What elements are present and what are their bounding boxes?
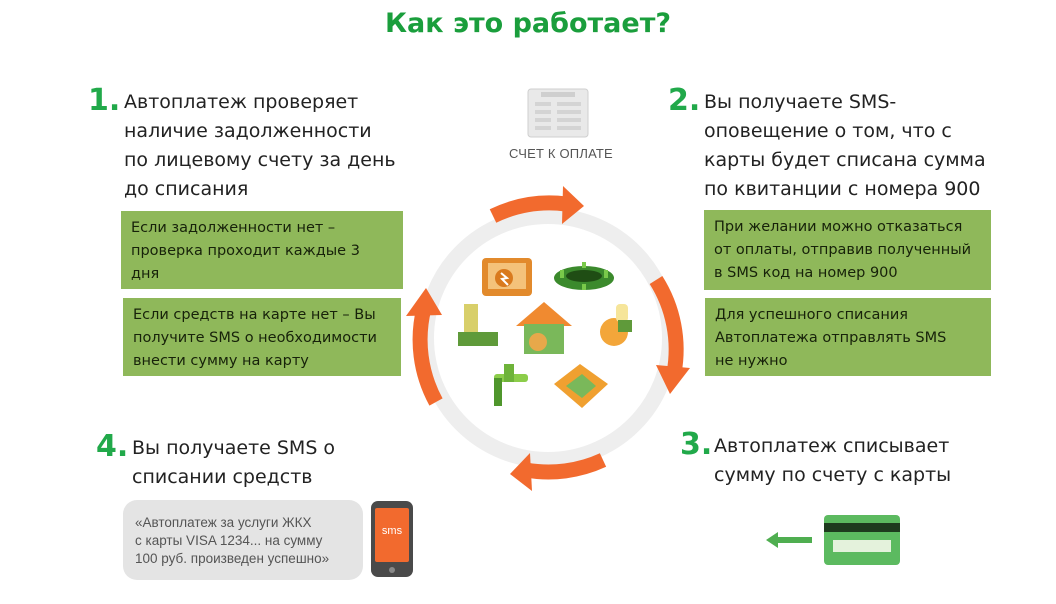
note-line: При желании можно отказаться xyxy=(714,219,963,235)
bill-icon xyxy=(527,88,589,138)
step-2-line: Вы получаете SMS- xyxy=(704,91,897,113)
cycle-arrowhead-top xyxy=(562,186,584,224)
step-3-line: Автоплатеж списывает xyxy=(714,435,950,457)
note-line: не нужно xyxy=(715,353,788,369)
phone-icon: sms xyxy=(371,501,413,577)
electricity-icon xyxy=(482,258,532,296)
step-4: 4. Вы получаете SMS о списании средств xyxy=(96,432,376,496)
step-4-text: Вы получаете SMS о списании средств xyxy=(132,434,376,492)
cycle-arrow-right xyxy=(649,275,684,375)
bank-card-icon xyxy=(824,515,900,565)
step-2-number: 2. xyxy=(668,83,701,118)
payment-cycle-diagram xyxy=(406,186,690,491)
water-faucet-icon xyxy=(494,364,528,406)
step-1-line: Автоплатеж проверяет xyxy=(124,91,359,113)
note-no-sms-needed: Для успешного списания Автоплатежа отпра… xyxy=(705,298,991,376)
step-4-line: списании средств xyxy=(132,466,313,488)
cycle-arrow-top xyxy=(489,195,567,223)
sms-message-line: 100 руб. произведен успешно» xyxy=(135,551,330,566)
note-line: Для успешного списания xyxy=(715,307,908,323)
step-1-text: Автоплатеж проверяет наличие задолженнос… xyxy=(124,88,414,204)
sms-message-line: с карты VISA 1234... на сумму xyxy=(135,533,323,548)
note-line: дня xyxy=(131,266,160,282)
note-line: в SMS код на номер 900 xyxy=(714,265,898,281)
note-no-funds: Если средств на карте нет – Вы получите … xyxy=(123,298,401,376)
note-no-debt: Если задолженности нет – проверка проход… xyxy=(121,211,403,289)
step-2: 2. Вы получаете SMS- оповещение о том, ч… xyxy=(668,86,998,206)
light-bulb-icon xyxy=(600,304,632,346)
sms-message-bubble: «Автоплатеж за услуги ЖКХ с карты VISA 1… xyxy=(123,500,363,580)
step-1-line: до списания xyxy=(124,178,249,200)
bill-label: СЧЕТ К ОПЛАТЕ xyxy=(509,146,613,161)
step-1: 1. Автоплатеж проверяет наличие задолжен… xyxy=(88,86,408,206)
step-4-number: 4. xyxy=(96,429,129,464)
note-line: от оплаты, отправив полученный xyxy=(714,242,972,258)
note-line: получите SMS о необходимости xyxy=(133,330,377,346)
note-line: Если средств на карте нет – Вы xyxy=(133,307,376,323)
paint-roller-icon xyxy=(458,304,498,346)
page-title: Как это работает? xyxy=(384,8,672,39)
gas-burner-icon xyxy=(554,262,614,290)
cycle-arrow-bottom xyxy=(524,453,607,480)
step-1-number: 1. xyxy=(88,83,121,118)
cycle-arrowhead-right xyxy=(656,365,690,394)
house-icon xyxy=(516,302,572,354)
cycle-arrowhead-left xyxy=(406,288,442,316)
step-1-line: наличие задолженности xyxy=(124,120,372,142)
step-2-line: оповещение о том, что с xyxy=(704,120,952,142)
cycle-arrow-left xyxy=(412,306,443,406)
sms-message-line: «Автоплатеж за услуги ЖКХ xyxy=(135,515,312,530)
note-line: внести сумму на карту xyxy=(133,353,309,369)
note-line: Если задолженности нет – xyxy=(131,220,336,236)
step-2-line: карты будет списана сумма xyxy=(704,149,986,171)
note-cancel-payment: При желании можно отказаться от оплаты, … xyxy=(704,210,991,290)
note-line: проверка проходит каждые 3 xyxy=(131,243,360,259)
phone-sms-label: sms xyxy=(382,525,403,537)
step-3-line: сумму по счету с карты xyxy=(714,464,952,486)
left-arrow-icon xyxy=(766,532,812,548)
step-3-number: 3. xyxy=(680,427,713,462)
step-1-line: по лицевому счету за день xyxy=(124,149,396,171)
note-line: Автоплатежа отправлять SMS xyxy=(715,330,947,346)
step-3: 3. Автоплатеж списывает сумму по счету с… xyxy=(680,430,980,494)
step-3-text: Автоплатеж списывает сумму по счету с ка… xyxy=(714,432,980,490)
step-4-line: Вы получаете SMS о xyxy=(132,437,336,459)
step-2-line: по квитанции с номера 900 xyxy=(704,178,981,200)
heating-radiator-icon xyxy=(554,364,608,408)
step-2-text: Вы получаете SMS- оповещение о том, что … xyxy=(704,88,998,204)
cycle-arrowhead-bottom xyxy=(510,453,532,491)
